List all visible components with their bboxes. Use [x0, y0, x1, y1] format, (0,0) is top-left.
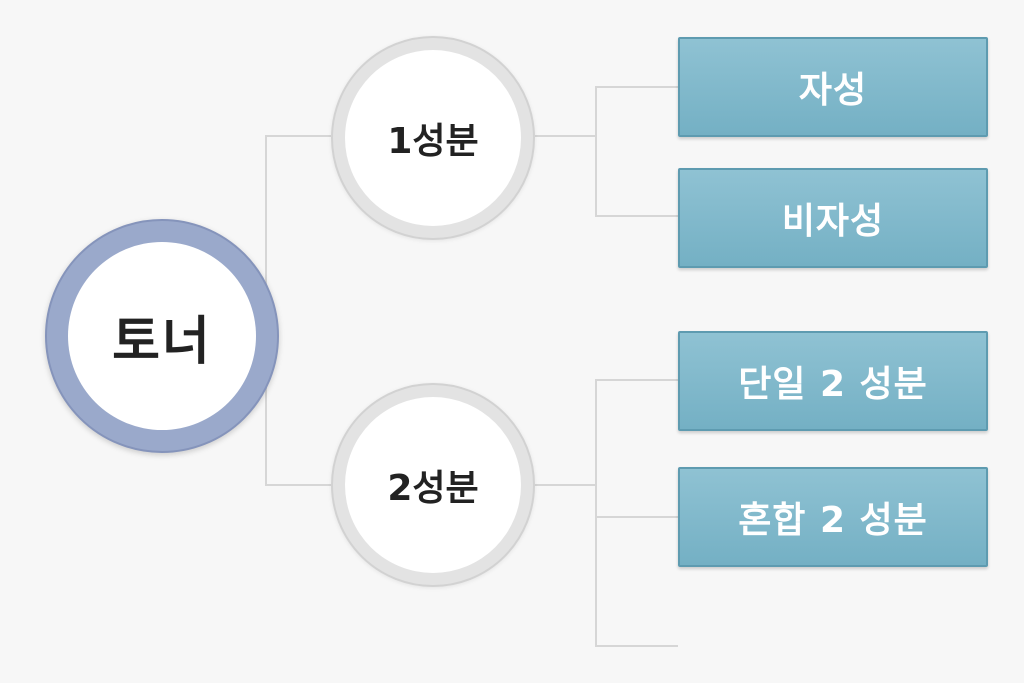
branch-label-2: 2성분 — [387, 468, 479, 509]
leaf-box-4: 혼합 2 성분 — [678, 467, 988, 567]
branch-label-1: 1성분 — [387, 121, 479, 162]
leaf-box-2: 비자성 — [678, 168, 988, 268]
branch-node-2: 2성분 — [331, 383, 535, 587]
leaf-label-4: 혼합 2 성분 — [738, 500, 928, 541]
root-node: 토너 — [45, 219, 279, 453]
leaf-box-1: 자성 — [678, 37, 988, 137]
leaf-label-2: 비자성 — [781, 201, 885, 242]
branch-node-2-inner: 2성분 — [345, 397, 521, 573]
leaf-box-3: 단일 2 성분 — [678, 331, 988, 431]
connector-branch2-leaf4 — [595, 485, 678, 518]
connector-branch1-leaf1 — [535, 86, 678, 137]
branch-node-1-inner: 1성분 — [345, 50, 521, 226]
root-node-inner: 토너 — [68, 242, 256, 430]
connector-root-branch1 — [265, 135, 331, 337]
connector-branch1-leaf2 — [595, 136, 678, 217]
root-label: 토너 — [112, 311, 212, 372]
branch-node-1: 1성분 — [331, 36, 535, 240]
leaf-label-3: 단일 2 성분 — [738, 364, 928, 405]
connector-branch2-extension — [595, 517, 678, 647]
connector-branch2-leaf3 — [535, 379, 678, 486]
leaf-label-1: 자성 — [798, 70, 868, 111]
